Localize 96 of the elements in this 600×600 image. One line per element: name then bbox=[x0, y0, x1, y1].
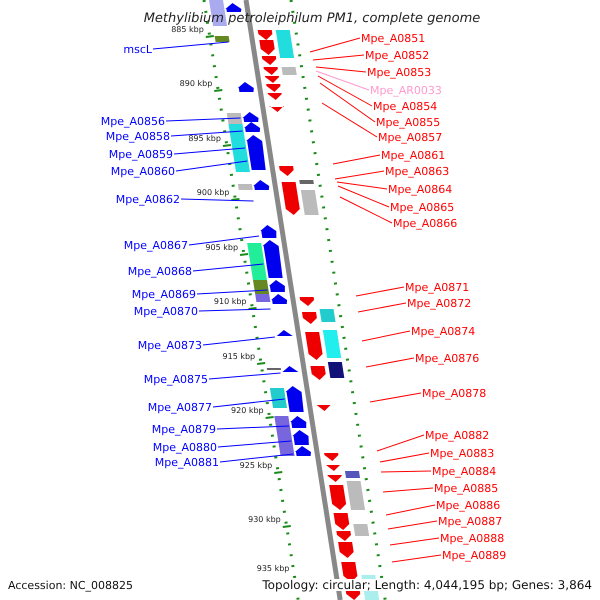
gene-label: Mpe_A0864 bbox=[388, 184, 452, 194]
gene-label: Mpe_A0885 bbox=[434, 482, 498, 494]
leader-line bbox=[208, 372, 282, 380]
leader-line bbox=[380, 452, 430, 462]
leader-line bbox=[340, 196, 392, 224]
scale-label: 935 kbp bbox=[256, 565, 290, 573]
leader-line bbox=[392, 554, 442, 562]
gene-label: Mpe_A0884 bbox=[432, 466, 496, 476]
leader-line bbox=[310, 38, 360, 52]
gene-label: Mpe_A0862 bbox=[116, 194, 180, 204]
gene-label: Mpe_A0857 bbox=[378, 132, 442, 142]
gene-label: Mpe_A0873 bbox=[138, 340, 202, 350]
gene-label: Mpe_A0859 bbox=[108, 148, 173, 160]
scale-label: 915 kbp bbox=[222, 353, 256, 361]
leader-line bbox=[334, 170, 384, 180]
gene-label: Mpe_A0874 bbox=[411, 326, 476, 336]
leader-line bbox=[356, 286, 404, 296]
leader-line bbox=[338, 186, 390, 208]
gene-label: Mpe_A0886 bbox=[436, 500, 500, 510]
gene-label: Mpe_A0855 bbox=[376, 116, 440, 128]
leader-line bbox=[198, 308, 272, 312]
gene-label: mscL bbox=[123, 44, 152, 54]
leader-line bbox=[152, 42, 230, 50]
gene-label: Mpe_AR0033 bbox=[370, 84, 442, 96]
leader-line bbox=[312, 54, 364, 60]
leader-line bbox=[332, 154, 380, 164]
leader-line bbox=[376, 434, 424, 452]
gene-label: Mpe_A0882 bbox=[425, 430, 490, 440]
gene-label: Mpe_A0851 bbox=[361, 32, 426, 44]
scale-label: 910 kbp bbox=[214, 298, 246, 306]
leader-line bbox=[336, 182, 388, 190]
accession-text: Accession: NC_008825 bbox=[8, 580, 134, 590]
gene-label: Mpe_A0860 bbox=[110, 166, 175, 176]
leader-line bbox=[202, 336, 276, 346]
gene-label: Mpe_A0863 bbox=[385, 166, 450, 176]
leader-line bbox=[176, 160, 248, 172]
scale-label: 925 kbp bbox=[240, 462, 272, 470]
gene-label: Mpe_A0861 bbox=[381, 150, 446, 160]
gene-label: Mpe_A0881 bbox=[154, 456, 219, 468]
leader-line bbox=[216, 426, 290, 430]
scale-label: 900 kbp bbox=[196, 189, 230, 197]
leader-line bbox=[316, 70, 370, 90]
gene-label: Mpe_A0887 bbox=[438, 516, 502, 526]
leader-line bbox=[370, 392, 422, 402]
scale-label: 885 kbp bbox=[171, 26, 204, 34]
leader-line bbox=[358, 302, 406, 312]
gene-label: Mpe_A0866 bbox=[393, 218, 458, 228]
scale-label: 890 kbp bbox=[180, 80, 212, 88]
gene-label: Mpe_A0880 bbox=[152, 442, 217, 452]
gene-label: Mpe_A0868 bbox=[128, 266, 192, 276]
gene-label: Mpe_A0853 bbox=[367, 66, 432, 78]
gene-label: Mpe_A0888 bbox=[440, 532, 504, 544]
scale-label: 930 kbp bbox=[248, 516, 281, 524]
scale-label: 905 kbp bbox=[205, 244, 238, 252]
gene-label: Mpe_A0867 bbox=[124, 240, 188, 250]
leader-line bbox=[192, 264, 264, 272]
leader-line bbox=[380, 470, 432, 472]
gene-label: Mpe_A0852 bbox=[365, 50, 430, 60]
scale-label: 895 kbp bbox=[188, 135, 221, 143]
leader-line bbox=[212, 398, 286, 408]
chart-title: Methylibium petroleiphilum PM1, complete genome bbox=[144, 12, 480, 24]
leader-line bbox=[320, 82, 376, 122]
leader-line bbox=[382, 488, 434, 492]
gene-label: Mpe_A0883 bbox=[430, 448, 494, 458]
gene-label: Mpe_A0870 bbox=[134, 306, 198, 316]
gene-label: Mpe_A0876 bbox=[415, 352, 480, 364]
gene-label: Mpe_A0889 bbox=[442, 550, 506, 560]
gene-label: Mpe_A0858 bbox=[106, 130, 170, 142]
leader-line bbox=[390, 538, 440, 546]
leader-line bbox=[386, 504, 436, 516]
leader-line bbox=[220, 454, 294, 462]
leader-line bbox=[318, 76, 372, 106]
gene-label: Mpe_A0877 bbox=[148, 402, 212, 412]
leader-line bbox=[174, 148, 246, 154]
leader-line bbox=[322, 102, 378, 138]
gene-label: Mpe_A0875 bbox=[144, 374, 208, 384]
leader-line bbox=[316, 66, 366, 72]
leader-line bbox=[170, 130, 244, 136]
scale-label: 920 kbp bbox=[231, 407, 264, 415]
leader-line bbox=[196, 290, 268, 294]
gene-label: Mpe_A0854 bbox=[373, 100, 438, 112]
leader-line bbox=[166, 118, 242, 122]
gene-label: Mpe_A0865 bbox=[390, 202, 454, 212]
leader-line bbox=[218, 440, 292, 448]
gene-label: Mpe_A0856 bbox=[100, 116, 165, 126]
leader-line bbox=[362, 330, 410, 342]
gene-label: Mpe_A0872 bbox=[407, 298, 472, 308]
gene-label: Mpe_A0869 bbox=[132, 288, 196, 300]
gene-label: Mpe_A0871 bbox=[405, 282, 470, 292]
leader-line bbox=[388, 520, 438, 530]
genome-info-text: Topology: circular; Length: 4,044,195 bp; Genes: 3,864 bbox=[262, 579, 592, 591]
leader-line bbox=[366, 358, 414, 368]
gene-label: Mpe_A0879 bbox=[152, 424, 216, 434]
gene-label: Mpe_A0878 bbox=[422, 388, 486, 398]
leader-line bbox=[180, 198, 254, 202]
leader-line bbox=[188, 236, 260, 246]
